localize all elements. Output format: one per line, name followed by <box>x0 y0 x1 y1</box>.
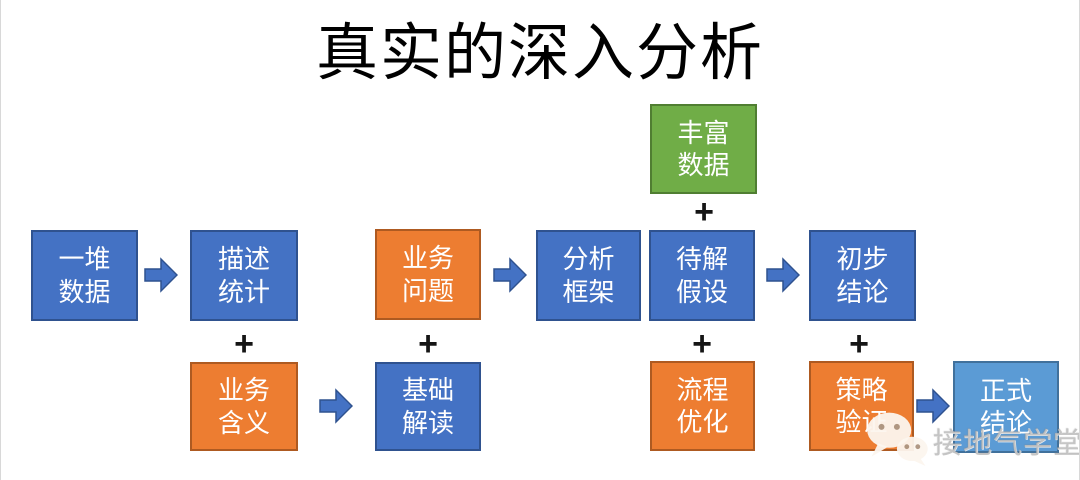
node-business-question: 业务 问题 <box>375 229 481 320</box>
page-title: 真实的深入分析 <box>315 19 764 88</box>
node-rich-data-label: 丰富 数据 <box>677 117 730 181</box>
arrow-right-icon <box>766 257 800 293</box>
arrow-right-icon <box>916 388 950 424</box>
arrow-right-icon <box>144 257 178 293</box>
node-formal-conclusion-label: 正式 结论 <box>979 375 1032 439</box>
node-preliminary-conclusion-label: 初步 结论 <box>836 244 889 307</box>
arrow-right-icon <box>493 257 527 293</box>
node-analysis-framework: 分析 框架 <box>536 230 641 321</box>
node-descriptive-stats: 描述 统计 <box>190 230 298 321</box>
node-business-meaning-label: 业务 含义 <box>217 375 270 438</box>
node-basic-interpretation-label: 基础 解读 <box>401 375 454 438</box>
node-pending-hypotheses: 待解 假设 <box>649 230 755 321</box>
node-preliminary-conclusion: 初步 结论 <box>809 230 916 321</box>
plus-connector: + <box>694 192 714 231</box>
node-formal-conclusion: 正式 结论 <box>953 361 1059 453</box>
node-process-optimization-label: 流程 优化 <box>676 374 729 438</box>
plus-connector: + <box>692 324 712 363</box>
plus-connector: + <box>849 324 869 363</box>
node-strategy-validation: 策略 验证 <box>809 361 914 451</box>
node-basic-interpretation: 基础 解读 <box>375 362 481 451</box>
node-business-question-label: 业务 问题 <box>401 243 454 306</box>
arrow-right-icon <box>319 388 353 424</box>
plus-connector: + <box>418 324 438 363</box>
node-analysis-framework-label: 分析 框架 <box>562 244 615 307</box>
node-pending-hypotheses-label: 待解 假设 <box>675 244 728 307</box>
plus-connector: + <box>234 324 254 363</box>
node-descriptive-stats-label: 描述 统计 <box>217 244 270 307</box>
node-business-meaning: 业务 含义 <box>190 362 298 451</box>
node-data-pile-label: 一堆 数据 <box>58 244 111 307</box>
node-strategy-validation-label: 策略 验证 <box>835 374 888 438</box>
node-process-optimization: 流程 优化 <box>650 361 755 451</box>
node-data-pile: 一堆 数据 <box>31 230 138 321</box>
node-rich-data: 丰富 数据 <box>650 104 757 194</box>
